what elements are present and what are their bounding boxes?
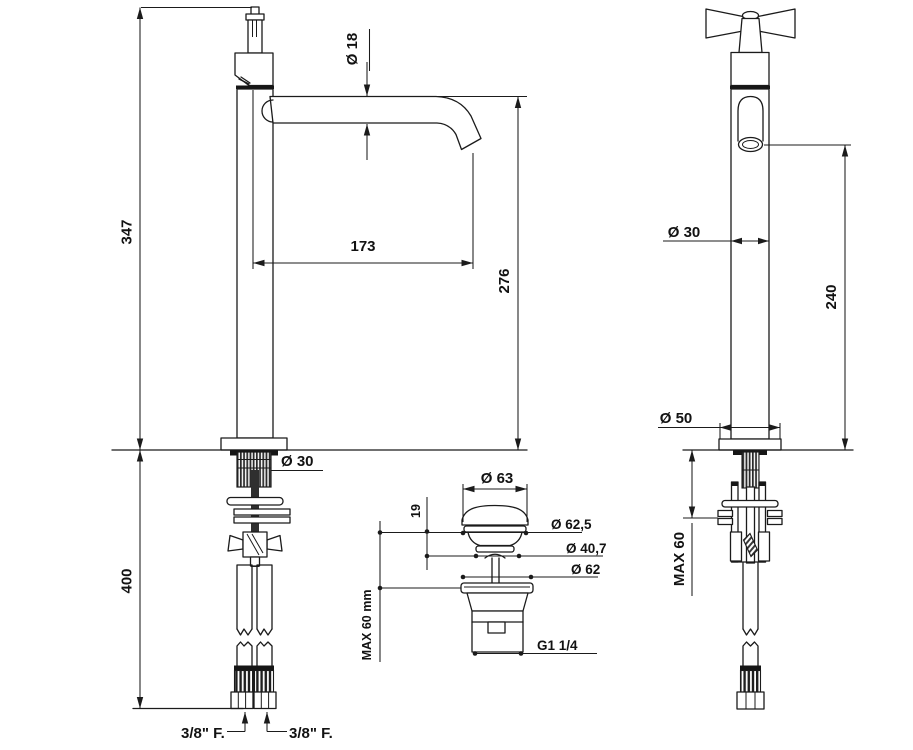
dim-spout-diameter-label: Ø 18: [344, 33, 361, 66]
flex-hose-front: [736, 562, 765, 710]
drain-flange: [460, 582, 534, 594]
handle-seal-band: [236, 85, 274, 89]
dim-below-deck-length: 400: [119, 450, 144, 709]
dim-outlet-height-front: 240: [764, 144, 851, 450]
dim-cap-lift-label: 19: [409, 504, 423, 518]
dim-rim-diameter: Ø 62,5: [380, 517, 592, 536]
dim-below-deck-label: 400: [119, 568, 136, 593]
cross-handle: [705, 8, 796, 54]
hose-nut-right: [253, 691, 277, 710]
dim-body-diameter: Ø 30: [663, 224, 769, 245]
braided-crimp-right: [253, 669, 275, 693]
mounting-hardware-side: [226, 450, 291, 567]
hose-thread-left-label: 3/8" F.: [181, 725, 225, 742]
dim-max-counter-front-label: MAX 60: [671, 532, 688, 586]
dim-spout-reach: 173: [252, 90, 474, 269]
drain-cap: [461, 504, 529, 533]
dim-spout-reach-label: 173: [350, 238, 375, 255]
dim-flange-diameter-label: Ø 62: [571, 562, 600, 577]
clamp-stud: [742, 532, 759, 558]
dim-outlet-height-side: 276: [437, 95, 527, 450]
dim-cap-lift: 19: [409, 497, 430, 570]
dim-max-counter-front: MAX 60: [671, 450, 718, 596]
hose-nut-left: [230, 691, 254, 710]
dim-total-height-label: 347: [119, 219, 136, 244]
washer-plate-front: [721, 499, 779, 508]
dim-neck-diameter-label: Ø 40,7: [566, 541, 607, 556]
dim-outlet-thread: G1 1/4: [472, 638, 597, 656]
dim-cap-diameter-label: Ø 63: [481, 470, 514, 487]
dim-outlet-height-front-label: 240: [823, 284, 840, 309]
drain-detail: Ø 63 19 Ø 62,5 Ø 40,7 Ø 62: [360, 470, 607, 662]
dim-shank-diameter: Ø 30: [271, 453, 323, 472]
dim-flange-diameter: Ø 62: [460, 562, 600, 580]
dim-outlet-height-side-label: 276: [496, 268, 513, 293]
drain-rim: [467, 531, 523, 584]
mounting-hardware-front: [717, 450, 783, 564]
dim-base-diameter: Ø 50: [658, 410, 781, 439]
dim-cap-diameter: Ø 63: [462, 470, 528, 522]
dim-base-diameter-label: Ø 50: [660, 410, 693, 427]
wing-left: [227, 534, 244, 552]
spout: [261, 95, 482, 151]
front-view: Ø 30 240 Ø 50 MAX 60: [658, 8, 854, 710]
side-view: 347 400 Ø 18 173 276 Ø 30: [111, 6, 528, 742]
dim-shank-diameter-label: Ø 30: [281, 453, 314, 470]
dim-outlet-thread-label: G1 1/4: [537, 638, 578, 653]
clamp-plate-left: [729, 531, 743, 562]
wing-right: [266, 534, 283, 552]
dim-spout-diameter: Ø 18: [344, 29, 371, 160]
horseshoe-washer-1: [233, 508, 291, 516]
mounting-nut: [242, 531, 268, 558]
base-flange-side: [220, 437, 288, 451]
dim-body-diameter-label: Ø 30: [668, 224, 701, 241]
handle-base-front: [730, 51, 770, 87]
dim-rim-diameter-label: Ø 62,5: [551, 517, 592, 532]
hose-nut-front: [736, 691, 765, 710]
dim-neck-diameter: Ø 40,7: [427, 541, 607, 559]
dim-max-counter-drain: MAX 60 mm: [360, 521, 461, 662]
horseshoe-washer-2: [233, 516, 291, 524]
spout-outlet-front: [737, 95, 764, 153]
braided-crimp-left: [233, 669, 255, 693]
base-flange-front: [718, 438, 782, 451]
clamp-plate-right: [757, 531, 771, 562]
break-line: [236, 628, 273, 636]
handle-side: [234, 6, 274, 89]
flex-hoses-side: [132, 564, 277, 710]
callout-hose-thread-left: 3/8" F.: [181, 712, 249, 742]
drain-body: [466, 592, 529, 653]
hose-thread-right-label: 3/8" F.: [289, 725, 333, 742]
dim-total-height: 347: [119, 6, 252, 450]
braided-crimp-front: [739, 669, 762, 693]
washer-plate-side: [226, 496, 284, 506]
dim-max-counter-drain-label: MAX 60 mm: [360, 590, 374, 661]
callout-hose-thread-right: 3/8" F.: [263, 712, 333, 742]
